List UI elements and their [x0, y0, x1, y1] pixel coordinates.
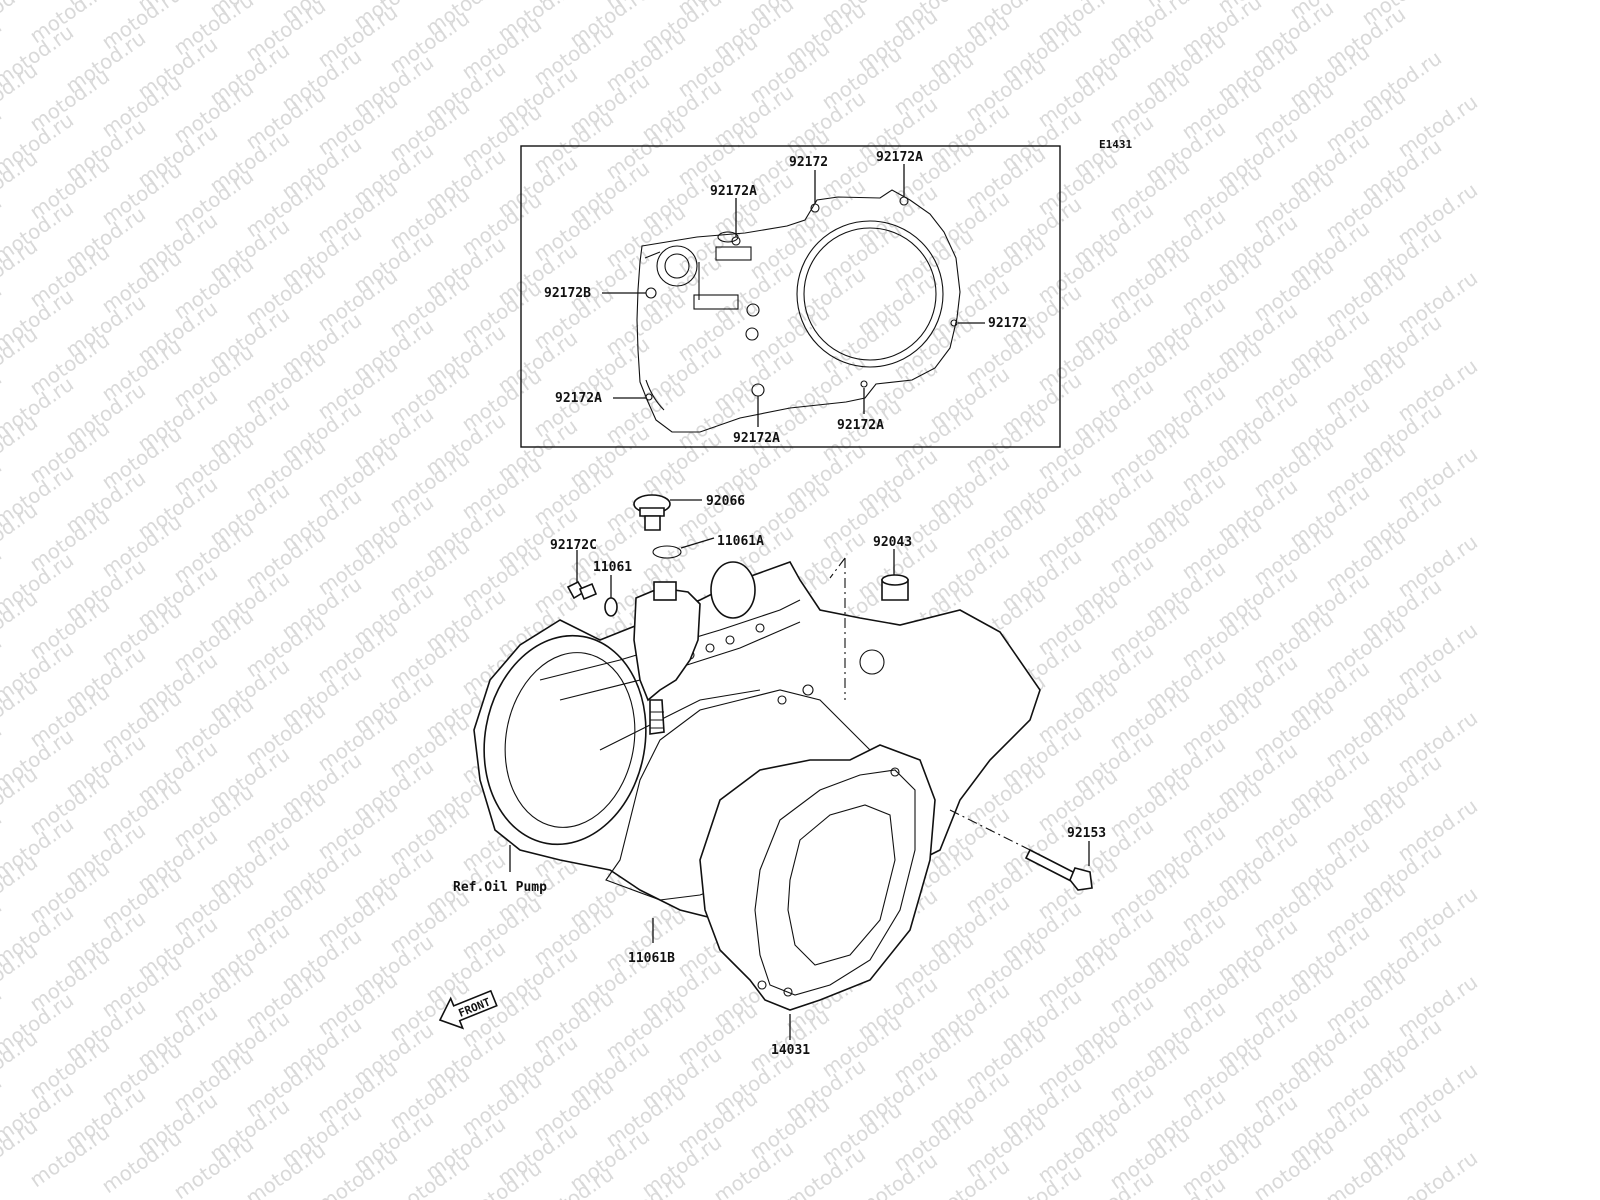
cover-14031-opening: [787, 804, 896, 966]
label-inset-right: 92172: [988, 316, 1027, 331]
front-arrow-shape: [438, 989, 498, 1030]
label-ref-oil-pump: Ref.Oil Pump: [453, 880, 547, 895]
inset-big-circle-outer: [796, 220, 944, 368]
flange-hole-2: [705, 643, 715, 653]
flange-strip: [539, 599, 801, 751]
bolt-92172c-shank: [578, 582, 598, 601]
flange-hole-big: [859, 649, 885, 675]
collar-top: [881, 574, 909, 586]
label-92172c: 92172C: [550, 538, 597, 553]
cover-14031-hole-2: [783, 987, 793, 997]
oil-pump-body: [633, 587, 701, 702]
assembly-line-collar: [829, 557, 846, 700]
exploded-view: 92066 11061A 92172C 11061 92043 92153 Re…: [453, 494, 1106, 1058]
inset-cover-inner: [644, 251, 665, 411]
oil-pump-head: [653, 581, 677, 601]
oring-11061a: [652, 545, 682, 559]
back-cover-boss: [710, 561, 756, 619]
watermark-text: motod.ru: [1393, 1146, 1482, 1200]
leader-11061a: [680, 537, 715, 549]
label-11061a: 11061A: [717, 534, 764, 549]
label-92153: 92153: [1067, 826, 1106, 841]
inset-big-circle-inner: [803, 227, 937, 361]
oil-pump-shaft: [649, 699, 665, 735]
oil-pump-assembly: [633, 581, 701, 735]
plug-92066: [633, 494, 671, 531]
inset-frame: [520, 145, 1061, 448]
label-inset-upper-left: 92172A: [710, 184, 757, 199]
flange-hole-5: [777, 695, 787, 705]
washer-11061: [604, 597, 618, 617]
label-inset-top-right: 92172A: [876, 150, 923, 165]
back-cover-circle-inner: [504, 652, 636, 828]
inset-hole-bottom-left: [645, 393, 653, 401]
cover-14031-hole-1: [890, 767, 900, 777]
bolt-92153-head: [1069, 867, 1093, 891]
cover-14031-gasket-ring: [754, 769, 916, 996]
inset-dot-2: [745, 327, 759, 341]
label-inset-bottom-right: 92172A: [837, 418, 884, 433]
label-92066: 92066: [706, 494, 745, 509]
label-14031: 14031: [771, 1043, 810, 1058]
collar-92043: [881, 574, 909, 601]
inset-panel: 92172 92172A 92172A 92172B 92172 92172A …: [520, 145, 1061, 448]
label-inset-left: 92172B: [544, 286, 591, 301]
bolt-92153: [1024, 848, 1093, 891]
oil-pump-gear: [650, 711, 664, 729]
plug-thread: [644, 515, 661, 531]
label-inset-bottom-mid: 92172A: [733, 431, 780, 446]
flange-hole-6: [802, 684, 814, 696]
cover-14031-hole-3: [757, 980, 767, 990]
inset-dot-1: [746, 303, 760, 317]
assembly-line-bolt: [949, 809, 1031, 851]
watermark-text: motod.ru: [457, 1156, 546, 1200]
flange-hole-3: [725, 635, 735, 645]
plug-neck: [639, 507, 665, 517]
inset-filler-outer: [656, 245, 698, 287]
inset-hole-right: [950, 319, 958, 327]
label-inset-bottom-left: 92172A: [555, 391, 602, 406]
figure-code: E1431: [1099, 138, 1132, 151]
label-92043: 92043: [873, 535, 912, 550]
inset-filler-inner: [664, 253, 690, 279]
inset-cover-outline: [636, 189, 961, 433]
flange-hole-4: [755, 623, 765, 633]
inset-hole-bottom-right: [860, 380, 868, 388]
inset-rect-1: [715, 246, 752, 261]
label-11061b: 11061B: [628, 951, 675, 966]
back-cover-circle-outer: [483, 634, 647, 846]
label-11061: 11061: [593, 560, 632, 575]
inset-rect-2: [693, 294, 739, 310]
bolt-92172c: [566, 580, 598, 601]
label-inset-top-mid: 92172: [789, 155, 828, 170]
